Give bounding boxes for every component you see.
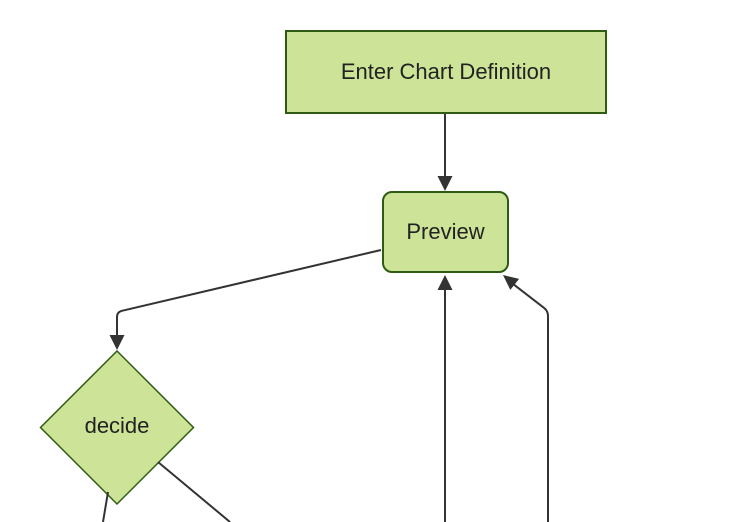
node-enter-chart-definition-label: Enter Chart Definition <box>340 59 552 84</box>
arrowhead-decide-top-icon <box>109 335 125 350</box>
node-decide: decide <box>42 413 192 439</box>
arrowhead-preview-bottom-icon <box>437 275 453 290</box>
node-preview: Preview <box>382 191 509 273</box>
node-decide-label: decide <box>84 413 150 438</box>
node-enter-chart-definition: Enter Chart Definition <box>285 30 607 114</box>
edge-bottom-right-to-preview <box>512 283 549 522</box>
arrowhead-preview-corner-icon <box>503 275 520 290</box>
edge-decide-to-bottom-left <box>102 491 109 522</box>
node-preview-label: Preview <box>406 219 485 244</box>
arrowhead-preview-top-icon <box>437 176 453 191</box>
edge-preview-to-decide <box>116 249 382 336</box>
node-decide-shape <box>39 349 195 506</box>
edge-decide-to-bottom-right <box>157 461 231 522</box>
